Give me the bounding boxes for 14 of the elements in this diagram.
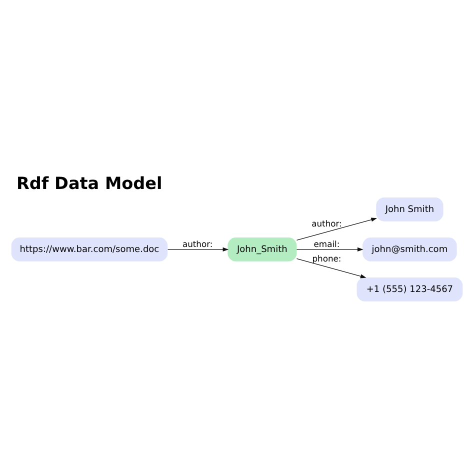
arrow	[167, 246, 229, 251]
edge-label: email:	[314, 238, 340, 249]
arrow	[296, 258, 366, 278]
node-box: john@smith.com	[362, 237, 457, 261]
node-box: John_Smith	[228, 237, 297, 261]
edge-label: author:	[182, 238, 213, 249]
arrow	[296, 246, 364, 251]
edge-label: author:	[312, 218, 342, 228]
arrow	[296, 217, 378, 240]
diagram-title: Rdf Data Model	[16, 172, 162, 192]
node-box: https://www.bar.com/some.doc	[11, 237, 168, 261]
node-box: +1 (555) 123-4567	[356, 277, 463, 301]
node-box: John Smith	[376, 196, 444, 221]
edge-label: phone:	[312, 252, 342, 263]
